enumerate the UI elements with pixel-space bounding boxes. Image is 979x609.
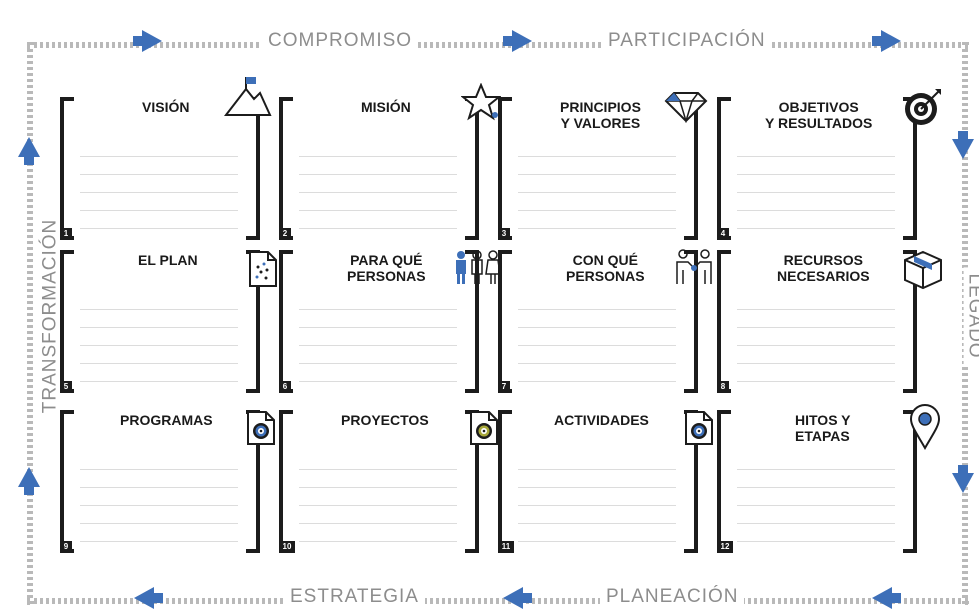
box-icon xyxy=(904,250,942,290)
frame-label-estrategia: ESTRATEGIA xyxy=(284,586,425,608)
frame-bottom-line xyxy=(27,598,968,604)
frame-left-line xyxy=(27,42,33,604)
card-title: PROYECTOS xyxy=(341,412,429,428)
card-hitos: HITOS Y ETAPAS 12 xyxy=(717,404,941,553)
frame-label-participacion: PARTICIPACIÓN xyxy=(602,30,772,52)
target-icon xyxy=(905,89,941,125)
card-title: EL PLAN xyxy=(138,252,198,268)
card-vision: VISIÓN 1 xyxy=(60,77,272,240)
card-number: 9 xyxy=(60,541,72,553)
card-title: HITOS Y ETAPAS xyxy=(795,412,851,444)
people-icon xyxy=(456,250,501,284)
card-objetivos: OBJETIVOS Y RESULTADOS 4 xyxy=(717,89,941,240)
frame-label-planeacion: PLANEACIÓN xyxy=(600,586,745,608)
mountain-flag-icon xyxy=(224,77,272,116)
card-title: ACTIVIDADES xyxy=(554,412,649,428)
star-icon xyxy=(461,83,501,121)
card-title: MISIÓN xyxy=(361,99,411,115)
card-el-plan: EL PLAN 5 xyxy=(60,250,277,393)
card-number: 4 xyxy=(717,228,729,240)
file-target-icon xyxy=(685,411,713,445)
card-title: PARA QUÉ PERSONAS xyxy=(347,252,426,284)
file-target-icon xyxy=(247,411,275,445)
card-number: 7 xyxy=(498,381,510,393)
card-title: RECURSOS NECESARIOS xyxy=(777,252,870,284)
frame-top-line xyxy=(27,42,968,48)
frame-label-compromiso: COMPROMISO xyxy=(262,30,419,52)
card-mision: MISIÓN 2 xyxy=(279,83,501,240)
card-title: VISIÓN xyxy=(142,99,190,115)
frame-label-transformacion: TRANSFORMACIÓN xyxy=(39,212,62,420)
card-proyectos: PROYECTOS 10 xyxy=(279,410,498,553)
card-actividades: ACTIVIDADES 11 xyxy=(498,410,713,553)
document-icon xyxy=(249,251,277,287)
frame-label-legado: LEGADO xyxy=(963,267,979,365)
card-title: PROGRAMAS xyxy=(120,412,213,428)
file-target-icon xyxy=(470,411,498,445)
diamond-icon xyxy=(664,92,708,123)
card-title: OBJETIVOS Y RESULTADOS xyxy=(765,99,873,131)
card-principios: PRINCIPIOS Y VALORES 3 xyxy=(498,92,708,240)
card-number: 1 xyxy=(60,228,72,240)
card-con-que-personas: CON QUÉ PERSONAS 7 xyxy=(498,249,712,393)
card-recursos: RECURSOS NECESARIOS 8 xyxy=(717,250,942,393)
card-number: 3 xyxy=(498,228,510,240)
card-number: 12 xyxy=(717,541,733,553)
map-pin-icon xyxy=(909,404,941,450)
card-number: 11 xyxy=(498,541,514,553)
card-number: 2 xyxy=(279,228,291,240)
handshake-icon xyxy=(676,249,712,284)
card-number: 8 xyxy=(717,381,729,393)
card-title: CON QUÉ PERSONAS xyxy=(566,252,645,284)
card-para-que-personas: PARA QUÉ PERSONAS 6 xyxy=(279,250,501,393)
card-number: 5 xyxy=(60,381,72,393)
card-title: PRINCIPIOS Y VALORES xyxy=(560,99,641,131)
card-number: 6 xyxy=(279,381,291,393)
card-programas: PROGRAMAS 9 xyxy=(60,410,275,553)
card-number: 10 xyxy=(279,541,295,553)
